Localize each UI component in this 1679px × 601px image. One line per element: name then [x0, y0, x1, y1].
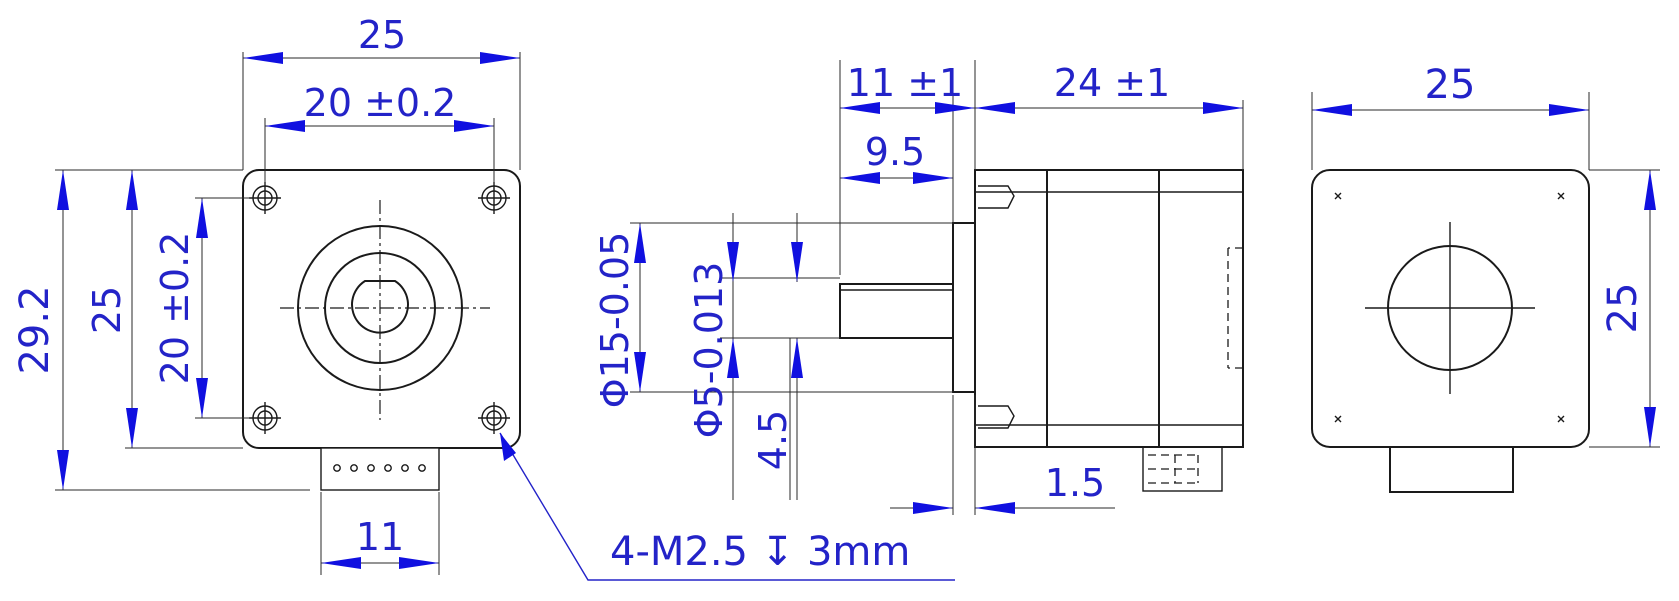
dim-body-length: 24 ±1 — [1054, 61, 1170, 105]
dim-boss-thickness: 1.5 — [1045, 461, 1105, 505]
dim-front-width: 25 — [358, 13, 406, 57]
side-arrows — [634, 102, 1243, 514]
rear-arrows — [1312, 104, 1656, 447]
mounting-hole-callout: 4-M2.5 ↧ 3mm — [499, 432, 955, 581]
dim-rear-width: 25 — [1425, 62, 1476, 108]
dim-boss-diameter: Φ15-0.05 — [593, 232, 637, 409]
dim-connector-width: 11 — [356, 515, 404, 559]
front-body-outline — [242, 169, 521, 449]
front-shaft-d — [351, 280, 409, 334]
rear-view: 25 25 — [1311, 62, 1660, 493]
dim-front-hole-spacing-x: 20 ±0.2 — [304, 81, 457, 125]
side-connector — [1142, 446, 1223, 492]
dim-shaft-length: 11 ±1 — [847, 61, 963, 105]
connector-pins — [333, 464, 426, 472]
mounting-holes — [249, 182, 510, 434]
dim-flat-depth: 4.5 — [751, 410, 795, 470]
dim-rear-height: 25 — [1600, 283, 1646, 334]
callout-mounting-holes: 4-M2.5 ↧ 3mm — [610, 529, 910, 575]
front-arrows — [57, 52, 520, 569]
dim-front-height-body: 25 — [85, 286, 129, 334]
side-boss — [952, 222, 976, 393]
dim-shaft-diameter: Φ5-0.013 — [687, 262, 731, 439]
side-view: 11 ±1 24 ±1 9.5 Φ15-0.05 Φ5-0.013 4.5 1.… — [593, 60, 1244, 515]
dim-shaft-shoulder: 9.5 — [865, 130, 925, 174]
dim-front-height-overall: 29.2 — [12, 285, 58, 374]
dim-front-hole-spacing-y: 20 ±0.2 — [153, 232, 197, 385]
rear-connector — [1389, 446, 1514, 493]
side-shaft — [839, 283, 954, 339]
front-connector — [320, 447, 440, 491]
front-view: 25 20 ±0.2 29.2 25 20 ±0.2 11 — [12, 13, 521, 575]
